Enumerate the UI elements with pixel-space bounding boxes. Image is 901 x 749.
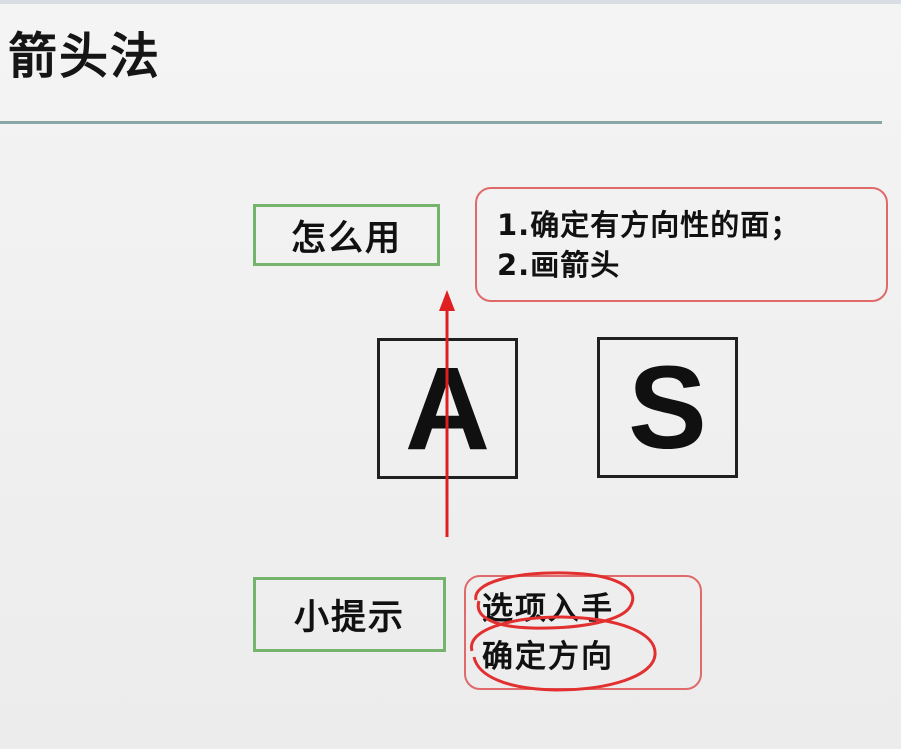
title-divider: [0, 121, 882, 124]
step-2: 2.画箭头: [497, 248, 621, 282]
face-a-letter: A: [404, 342, 491, 475]
top-strip: [0, 0, 901, 4]
usage-label-box: 怎么用: [253, 204, 440, 266]
face-s-letter: S: [628, 341, 707, 474]
tip-1: 选项入手: [482, 591, 614, 627]
face-s-box: S: [597, 337, 738, 478]
hint-label: 小提示: [293, 598, 405, 638]
steps-box: 1.确定有方向性的面； 2.画箭头: [475, 187, 888, 302]
face-a-box: A: [377, 338, 518, 479]
step-1: 1.确定有方向性的面；: [497, 208, 801, 242]
tip-2: 确定方向: [482, 639, 614, 675]
hint-label-box: 小提示: [253, 577, 446, 652]
usage-label: 怎么用: [290, 218, 402, 259]
arrow-up-icon: [439, 290, 455, 311]
tips-box: 选项入手 确定方向: [464, 575, 702, 690]
page-title: 箭头法: [8, 28, 162, 85]
